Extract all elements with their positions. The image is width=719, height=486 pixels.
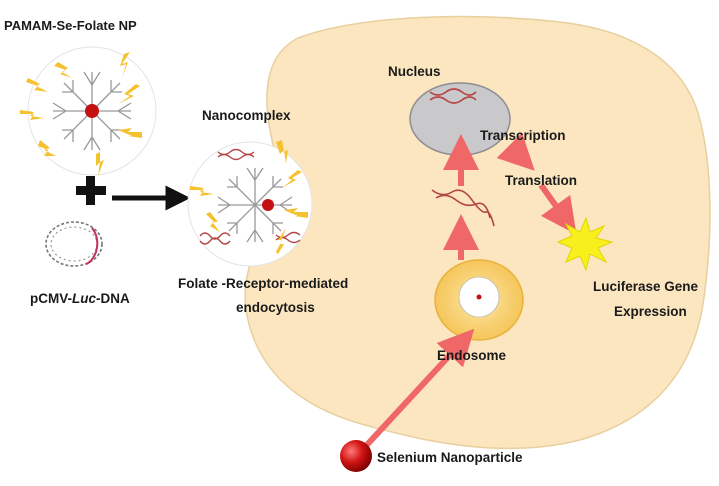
transcription-arrow [496, 132, 535, 171]
transcription-label: Transcription [480, 128, 566, 143]
uptake-label-line2: endocytosis [236, 300, 315, 315]
selenium-nanoparticle-icon [340, 440, 372, 472]
cell-body [244, 15, 711, 450]
pamam-np-icon [20, 46, 157, 176]
cytoplasm-dna-icon [431, 189, 495, 227]
selenium-label: Selenium Nanoparticle [377, 450, 523, 465]
nucleus [409, 82, 511, 156]
luciferase-burst-icon [556, 216, 614, 272]
translation-label: Translation [505, 173, 577, 188]
nucleus-label: Nucleus [388, 64, 441, 79]
endosome-label: Endosome [437, 348, 507, 363]
nanocomplex-icon [187, 140, 313, 267]
uptake-label-line1: Folate -Receptor-mediated [178, 276, 348, 291]
nanocomplex-label: Nanocomplex [202, 108, 291, 123]
entry-arrow [361, 328, 475, 451]
dna-label: pCMV-Luc-DNA [30, 291, 130, 306]
nucleus-dna-icon [429, 88, 477, 104]
expression-label-line1: Luciferase Gene [593, 279, 699, 294]
plus-icon [76, 176, 106, 205]
plasmid-dna-icon [45, 221, 103, 267]
translation-arrow [538, 183, 577, 235]
expression-label-line2: Expression [614, 304, 687, 319]
np-title-label: PAMAM-Se-Folate NP [4, 18, 137, 33]
